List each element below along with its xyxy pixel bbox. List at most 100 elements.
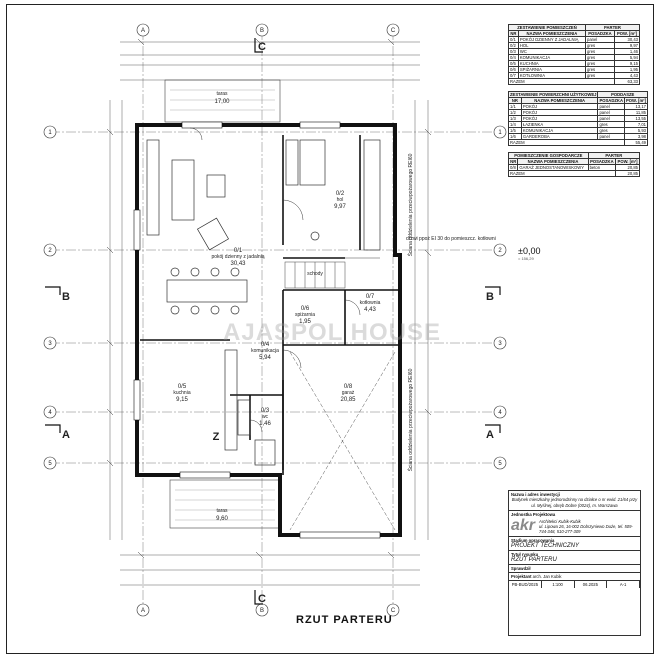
total-value: 63,33: [613, 78, 641, 85]
tb-role-2: Projektant arch. Jan Kubik: [509, 573, 640, 581]
section-markers: [45, 38, 501, 605]
watermark: AJASPOL HOUSE: [223, 319, 441, 346]
room-0-6-area: 1,95: [299, 319, 311, 325]
grid-row-4-right: 4: [498, 410, 502, 416]
tb-designer-label: Jednostka Projektowa: [511, 512, 556, 517]
total-label: RAZEM: [508, 78, 615, 85]
room-0-1-id: 0/1: [234, 248, 243, 254]
level-note: = 156,29: [518, 256, 534, 261]
terrace-hatch: [170, 89, 275, 521]
tb-bottom-cell: 1:100: [542, 581, 575, 588]
firm-details: Architekci Kubik-Kubik ul. Lipowa 26, 16…: [539, 519, 638, 534]
tb-object-label: Nazwa i adres inwestycji: [511, 492, 560, 497]
room-0-3-id: 0/3: [261, 408, 270, 414]
room-0-1-area: 30,43: [230, 261, 246, 267]
firm-logo: akr: [511, 517, 536, 534]
room-0-2-id: 0/2: [336, 191, 345, 197]
grid-col-b-top: B: [260, 28, 264, 34]
tb-object: Nazwa i adres inwestycji Budynek mieszka…: [509, 491, 640, 511]
room-0-5-id: 0/5: [178, 384, 187, 390]
section-a-left: A: [62, 429, 70, 441]
tb-bottom-row: PB-BUD/2025 1:100 06.2025 A-1: [509, 581, 640, 588]
tb-bottom-cell: A-1: [607, 581, 640, 588]
stairs-label: schody: [307, 271, 323, 277]
tb-role-1: Sprawdził: [509, 565, 640, 573]
interior-walls: [140, 135, 400, 475]
firm-address: ul. Lipowa 26, 16-002 Dobrzyniewo Duże, …: [539, 523, 633, 534]
grid-row-4-left: 4: [48, 410, 52, 416]
schedule-title: POMIESZCZENIE GOSPODARCZE: [508, 152, 589, 159]
drawing-frame: [6, 4, 654, 654]
room-0-4-area: 5,94: [259, 355, 271, 361]
grid-col-c-top: C: [391, 28, 396, 34]
level-value: ±0,00: [518, 246, 541, 256]
room-0-7-area: 4,43: [364, 307, 376, 313]
room-0-5-area: 9,15: [176, 397, 188, 403]
z-mark: Z: [213, 431, 220, 443]
stairs: [284, 257, 380, 289]
room-0-6-name: spiżarnia: [295, 312, 315, 318]
furniture: [146, 139, 381, 466]
room-0-4-id: 0/4: [261, 342, 270, 348]
garage-diagonals: [289, 351, 396, 531]
section-b-right: B: [486, 291, 494, 303]
fire-wall-note-bottom: Ściana oddzielenia przeciwpożarowego REI…: [406, 368, 414, 471]
col-header: NAZWA POMIESZCZENIA: [517, 158, 589, 165]
grid-col-c-bottom: C: [391, 608, 396, 614]
tb-bottom-cell: 06.2025: [575, 581, 608, 588]
terrace-bottom-name: taras: [216, 508, 228, 514]
level-marker: ±0,00 = 156,29: [518, 246, 540, 261]
wall-notes: Ściana oddzielenia przeciwpożarowego REI…: [406, 153, 496, 471]
cell: POKÓJ DZIENNY Z JADALNIĄ: [517, 36, 587, 43]
room-labels: 0/1 pokój dzienny z jadalnią 30,43 0/2 h…: [173, 91, 380, 522]
grid-row-5-left: 5: [48, 461, 52, 467]
tb-drawing-name: RZUT PARTERU: [511, 557, 557, 563]
section-b-left: B: [62, 291, 70, 303]
fire-wall-note-top: Ściana oddzielenia przeciwpożarowego REI…: [406, 153, 414, 256]
terrace-top-area: 17,00: [214, 99, 230, 105]
total-label: RAZEM: [508, 139, 625, 146]
tb-stage-label: Stadium opracowania: [511, 538, 555, 543]
grid-row-2-left: 2: [48, 248, 52, 254]
room-0-4-name: komunikacja: [251, 348, 279, 354]
tb-role: Sprawdził: [511, 566, 531, 571]
room-0-8-area: 20,85: [340, 397, 356, 403]
col-header: POSADZKA: [597, 97, 625, 104]
tb-person: arch. Jan Kubik: [532, 574, 562, 579]
tb-designer: Jednostka Projektowa akr Architekci Kubi…: [509, 511, 640, 537]
tb-object-text: Budynek mieszkalny jednorodzinny na dzia…: [511, 497, 638, 508]
grid-bubbles: [43, 23, 507, 617]
grid-row-1-right: 1: [498, 130, 502, 136]
door-note: drzwi ppoż EI 30 do pomieszcz. kotłowni: [406, 236, 496, 242]
terrace-top-name: taras: [216, 91, 228, 97]
firm-name: Architekci Kubik-Kubik: [539, 518, 581, 524]
tb-bottom-cell: PB-BUD/2025: [509, 581, 542, 588]
total-value: 20,85: [615, 170, 640, 177]
col-header: POSADZKA: [587, 158, 617, 165]
tb-firm: akr Architekci Kubik-Kubik ul. Lipowa 26…: [511, 517, 638, 535]
total-label: RAZEM: [507, 170, 617, 177]
tb-role: Projektant: [511, 574, 532, 579]
tb-stage: Stadium opracowania PROJEKT TECHNICZNY: [509, 537, 640, 551]
cell: GARAŻ JEDNOSTANOWISKOWY: [517, 164, 589, 171]
col-header: POW. [m²]: [613, 30, 641, 37]
grid-row-3-right: 3: [498, 341, 502, 347]
room-0-5-name: kuchnia: [173, 390, 190, 396]
section-c-top: C: [258, 41, 266, 53]
grid-row-2-right: 2: [498, 248, 502, 254]
room-0-3-area: 1,46: [259, 421, 271, 427]
room-0-8-name: garaż: [342, 390, 355, 396]
total-value: 55,49: [623, 139, 648, 146]
col-header: NAZWA POMIESZCZENIA: [517, 30, 587, 37]
grid-row-1-left: 1: [48, 130, 52, 136]
col-header: POSADZKA: [585, 30, 615, 37]
windows: [133, 121, 381, 539]
tb-stage-value: PROJEKT TECHNICZNY: [511, 543, 580, 549]
room-0-1-name: pokój dzienny z jadalnią: [211, 254, 264, 260]
